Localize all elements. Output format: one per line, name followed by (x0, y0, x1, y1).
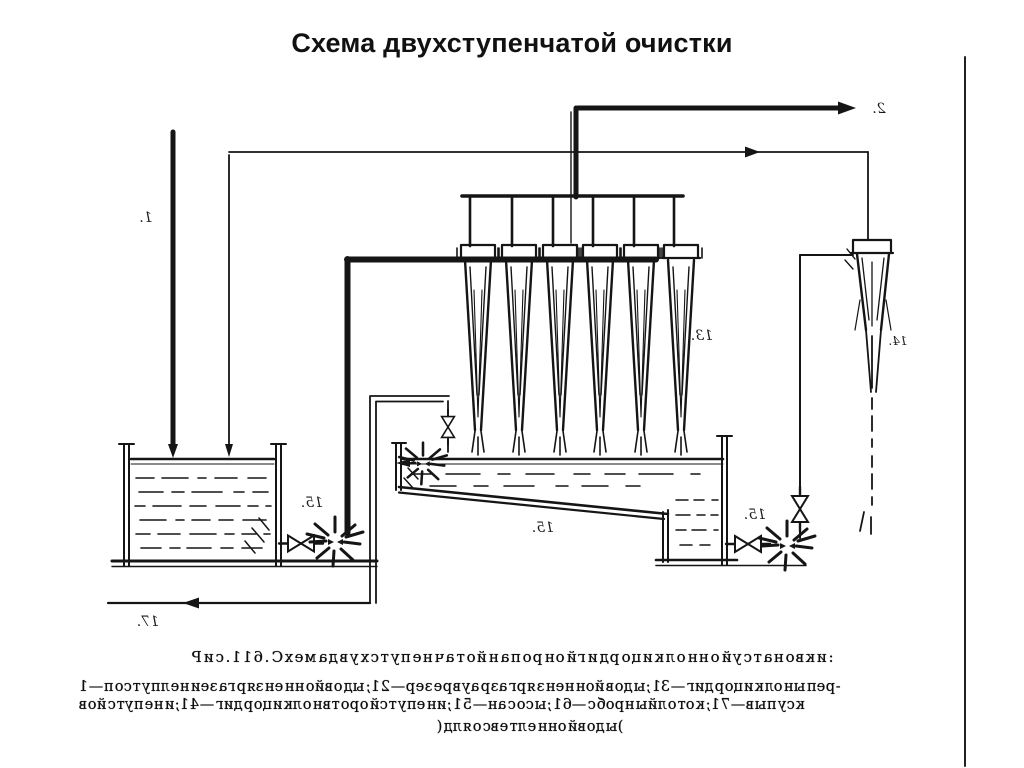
slide-title: Схема двухступенчатой очистки (291, 28, 733, 58)
caption-line-3: вой ступени; 14 — гидроциклон второй сту… (78, 697, 805, 713)
label-inlet: 1. (139, 210, 152, 226)
sludge-drain-line (106, 597, 372, 609)
second-stage-feed-line (790, 248, 856, 539)
label-outlet: 2. (872, 101, 886, 117)
caption-line-2: 1 — поступление загрязненной воды; 12 — … (78, 679, 841, 695)
label-cyclone-bank: 13. (691, 328, 713, 344)
return-riser-group (369, 395, 456, 604)
right-pump-group (724, 519, 817, 572)
first-stage-cyclone-bank (455, 243, 704, 457)
caption-line-4: (для осветленной воды) (436, 719, 624, 735)
label-left-pump: 15. (301, 495, 323, 511)
cyclone-manifold (460, 194, 685, 248)
caption-line-1: Рис. 116. Схема двухступенчатой напорной… (190, 648, 834, 666)
settling-tank (391, 435, 807, 567)
overflow-line (228, 146, 869, 240)
label-drain: 17. (137, 614, 159, 630)
label-settling-tank: 15. (532, 520, 554, 536)
inlet-pipes (168, 129, 233, 458)
label-right-pump: 15. (744, 507, 766, 523)
figure-caption: Рис. 116. Схема двухступенчатой напорной… (0, 648, 1024, 735)
left-pump-group (277, 515, 365, 568)
left-tank (110, 443, 379, 568)
second-stage-underflow (859, 397, 873, 535)
outlet-line (570, 101, 856, 244)
distribution-pipe (344, 256, 659, 536)
second-stage-cyclone (849, 238, 895, 393)
label-stage2-cyclone: 14. (888, 334, 907, 348)
diagram-labels: 1. 2. 13. 14. 15. 15. 15. 17. (137, 101, 908, 630)
